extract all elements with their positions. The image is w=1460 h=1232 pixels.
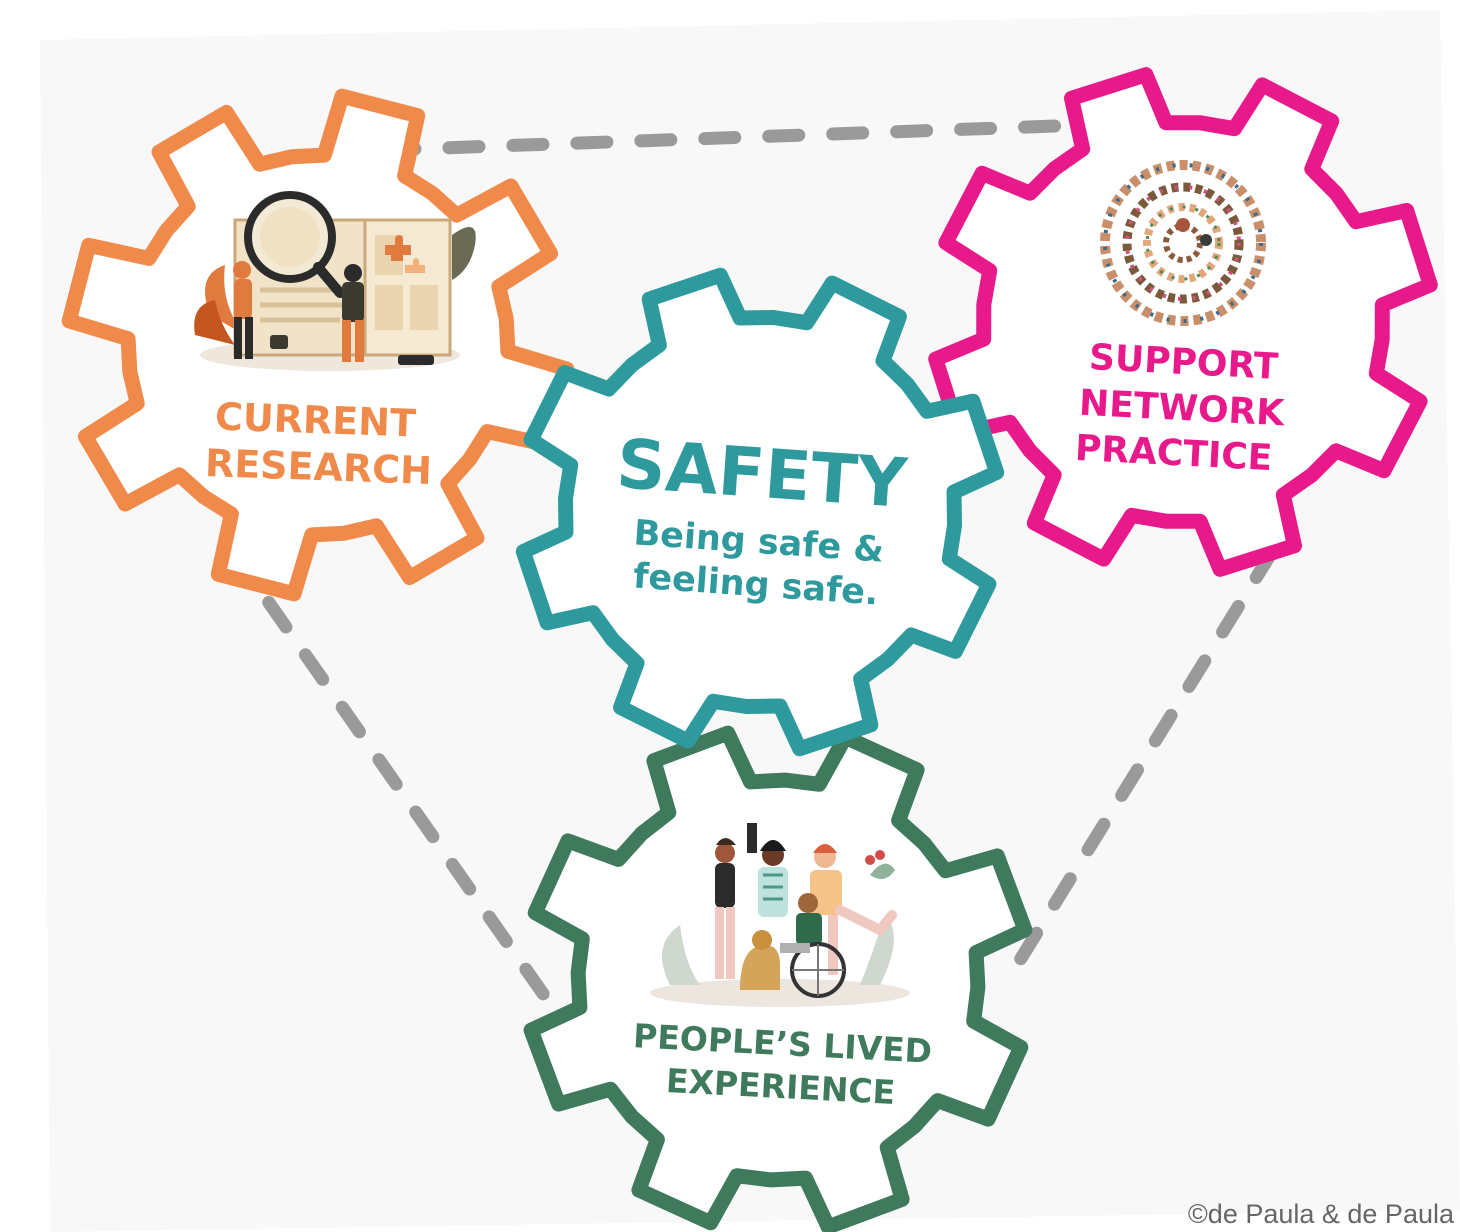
connector-left (225, 543, 607, 1082)
people-circle-icon (1100, 160, 1266, 326)
diverse-people-group-icon (650, 823, 910, 1007)
copyright-notice: ©de Paula & de Paula (1187, 1199, 1454, 1229)
magnifier-research-icon (194, 191, 476, 371)
connector-top (378, 116, 1147, 157)
connector-right (1013, 545, 1279, 967)
current-research-label-line1: CURRENT (214, 395, 416, 446)
gear-safety-outline (515, 267, 1005, 757)
safety-gear (515, 267, 1005, 757)
support-network-label-line1: SUPPORT (1088, 337, 1280, 388)
dashed-connectors (225, 116, 1279, 1082)
current-research-label-line2: RESEARCH (204, 441, 432, 493)
